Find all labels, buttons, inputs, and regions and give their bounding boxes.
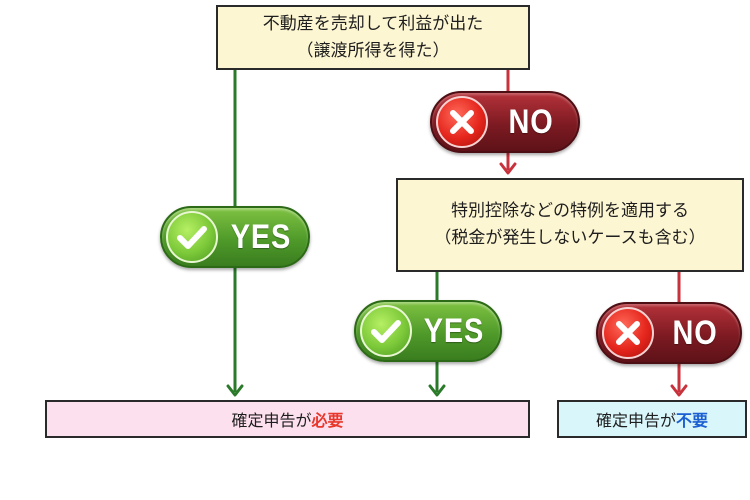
check-icon (360, 305, 412, 357)
no-badge-1-label: NO (508, 102, 554, 141)
yes-badge-2-label: YES (423, 311, 485, 350)
yes-badge-2: YES (354, 300, 502, 362)
outcome-required-emphasis: 必要 (311, 411, 344, 430)
no-badge-1: NO (430, 91, 580, 153)
x-icon (602, 307, 654, 359)
question-2-line-1: 特別控除などの特例を適用する (451, 201, 689, 221)
question-1-line-1: 不動産を売却して利益が出た (262, 13, 484, 34)
outcome-not-required-prefix: 確定申告が (595, 411, 676, 430)
yes-badge-1: YES (160, 206, 310, 268)
outcome-not-required-emphasis: 不要 (676, 411, 709, 430)
no-badge-2-label: NO (672, 313, 718, 352)
question-box-sale-profit: 不動産を売却して利益が出た （譲渡所得を得た） (216, 5, 530, 70)
no-badge-2: NO (596, 302, 742, 364)
x-icon (436, 96, 488, 148)
outcome-filing-not-required: 確定申告が不要 (557, 400, 747, 438)
yes-badge-1-label: YES (230, 217, 292, 256)
question-1-line-2: （譲渡所得を得た） (296, 40, 450, 61)
outcome-filing-required: 確定申告が必要 (45, 400, 530, 438)
outcome-required-prefix: 確定申告が (231, 411, 312, 430)
question-2-line-2: （税金が発生しないケースも含む） (434, 228, 706, 248)
question-box-special-deduction: 特別控除などの特例を適用する （税金が発生しないケースも含む） (396, 178, 744, 272)
check-icon (166, 211, 218, 263)
